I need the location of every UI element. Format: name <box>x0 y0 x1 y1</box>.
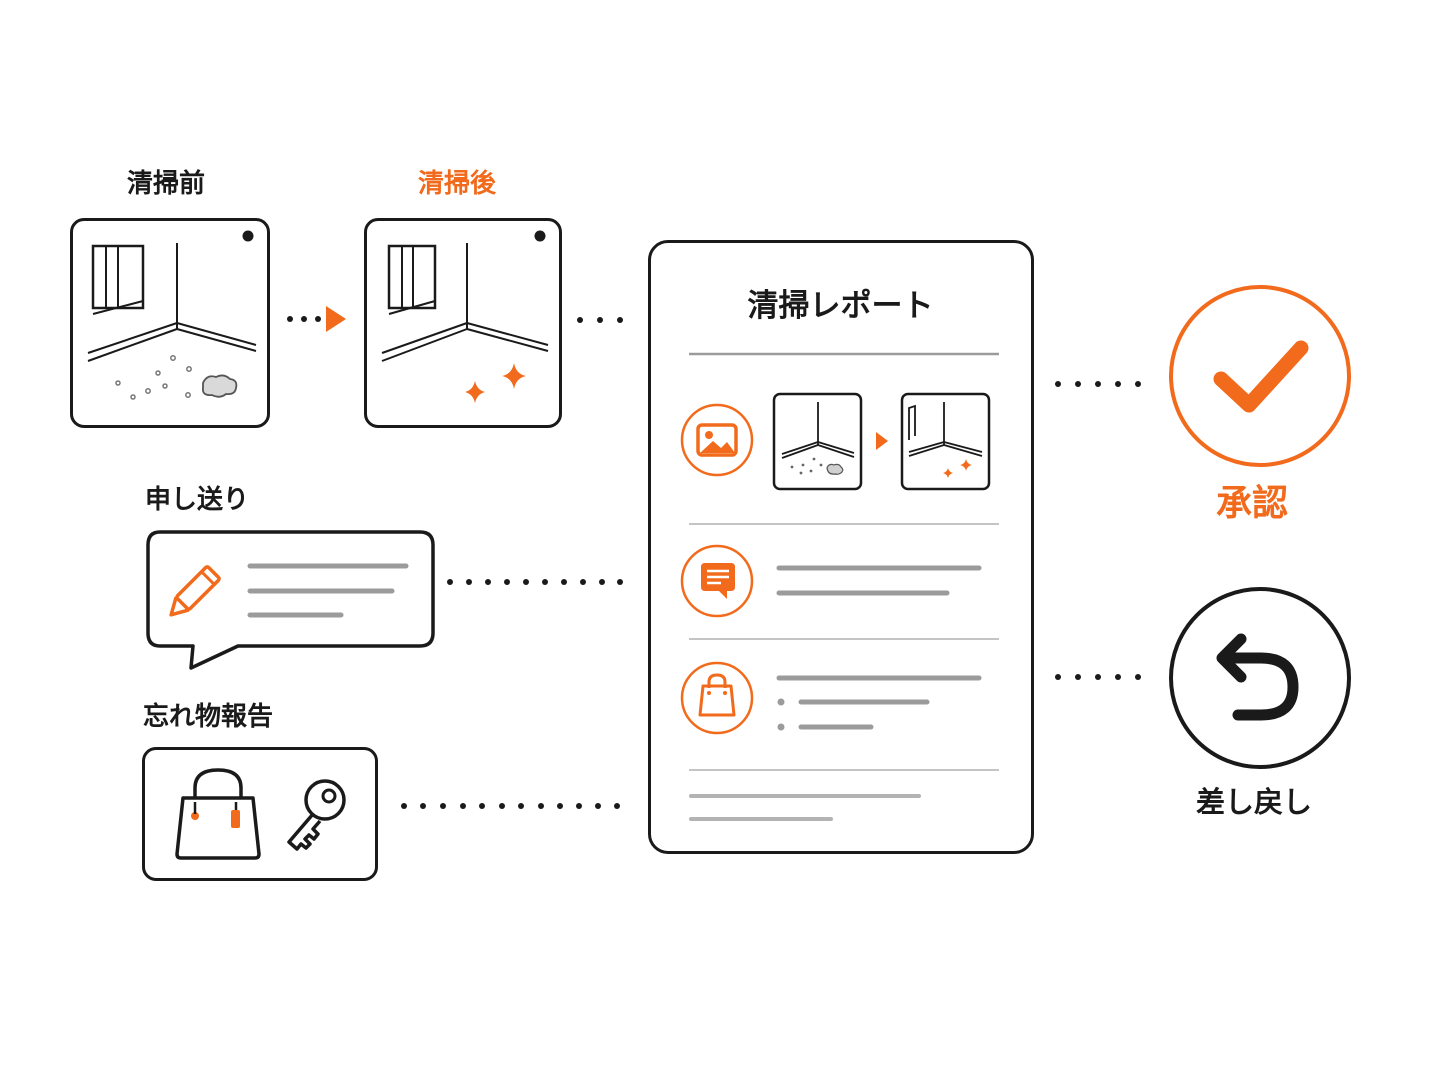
message-icon <box>680 544 754 618</box>
before-photo-card <box>70 218 270 428</box>
connector-report-return <box>1055 674 1141 680</box>
approve-label: 承認 <box>1216 483 1289 524</box>
cleaning-report-card: 清掃レポート <box>648 240 1034 854</box>
after-photo-card <box>364 218 562 428</box>
clean-room-corner-icon <box>381 230 549 403</box>
connector-lost-items-report <box>401 803 620 809</box>
key-icon <box>287 779 346 851</box>
handbag-icon <box>175 768 261 860</box>
report-title: 清掃レポート <box>747 288 934 324</box>
thumbnail-arrow <box>876 432 888 450</box>
undo-arrow-icon <box>1216 633 1299 721</box>
after-thumbnail <box>900 392 991 491</box>
before-thumbnail <box>772 392 863 491</box>
return-circle <box>1169 587 1351 769</box>
pencil-icon <box>169 565 221 617</box>
approve-circle <box>1169 285 1351 467</box>
handover-bubble <box>146 530 435 670</box>
before-label: 清掃前 <box>127 169 206 199</box>
handover-label: 申し送り <box>145 485 250 515</box>
connector-after-report <box>577 317 623 323</box>
handbag-icon-small <box>680 661 754 735</box>
lost-items-label: 忘れ物報告 <box>143 702 274 732</box>
lost-items-card <box>142 747 378 881</box>
connector-handover-report <box>447 579 623 585</box>
image-icon <box>680 403 754 477</box>
return-label: 差し戻し <box>1196 785 1313 819</box>
after-label: 清掃後 <box>418 169 497 199</box>
checkmark-icon <box>1213 340 1309 413</box>
report-body <box>680 352 999 821</box>
connector-report-approve <box>1055 381 1141 387</box>
dirty-room-corner-icon <box>87 230 257 400</box>
connector-before-after <box>287 306 346 332</box>
